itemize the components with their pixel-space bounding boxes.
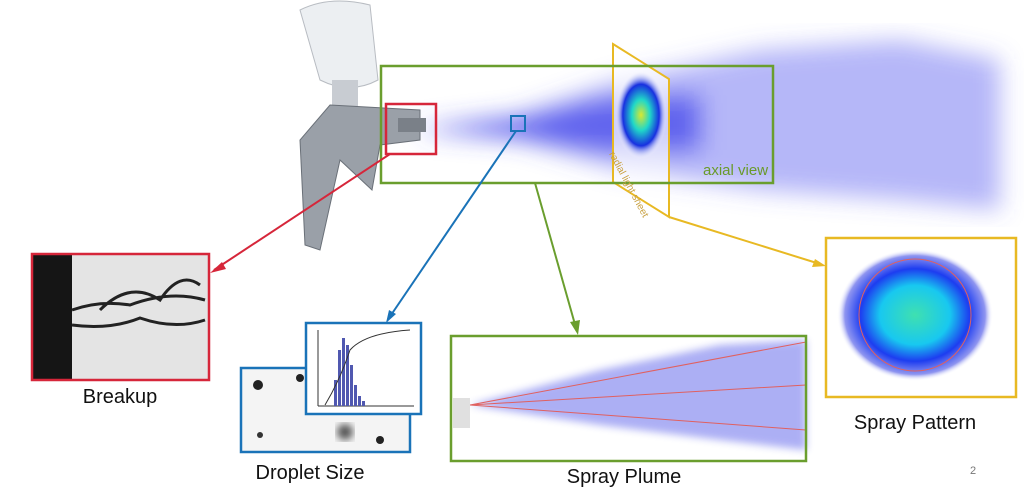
arrows (210, 130, 826, 335)
droplet-histogram-panel (304, 321, 423, 416)
spray-pattern-label: Spray Pattern (853, 412, 977, 434)
axial-view-label: axial view (703, 162, 769, 179)
droplet-region-box (510, 115, 526, 132)
radial-pattern-image (615, 71, 667, 159)
page-number: 2 (970, 465, 977, 477)
spray-plume-panel (449, 334, 808, 463)
droplet-size-label: Droplet Size (255, 462, 365, 484)
breakup-panel (30, 252, 211, 382)
spray-gun-image (299, 0, 426, 251)
breakup-region-box (384, 102, 438, 156)
breakup-label: Breakup (82, 386, 158, 408)
spray-plume-label: Spray Plume (566, 466, 682, 488)
axial-view-box (379, 64, 775, 185)
spray-pattern-panel (824, 236, 1018, 399)
